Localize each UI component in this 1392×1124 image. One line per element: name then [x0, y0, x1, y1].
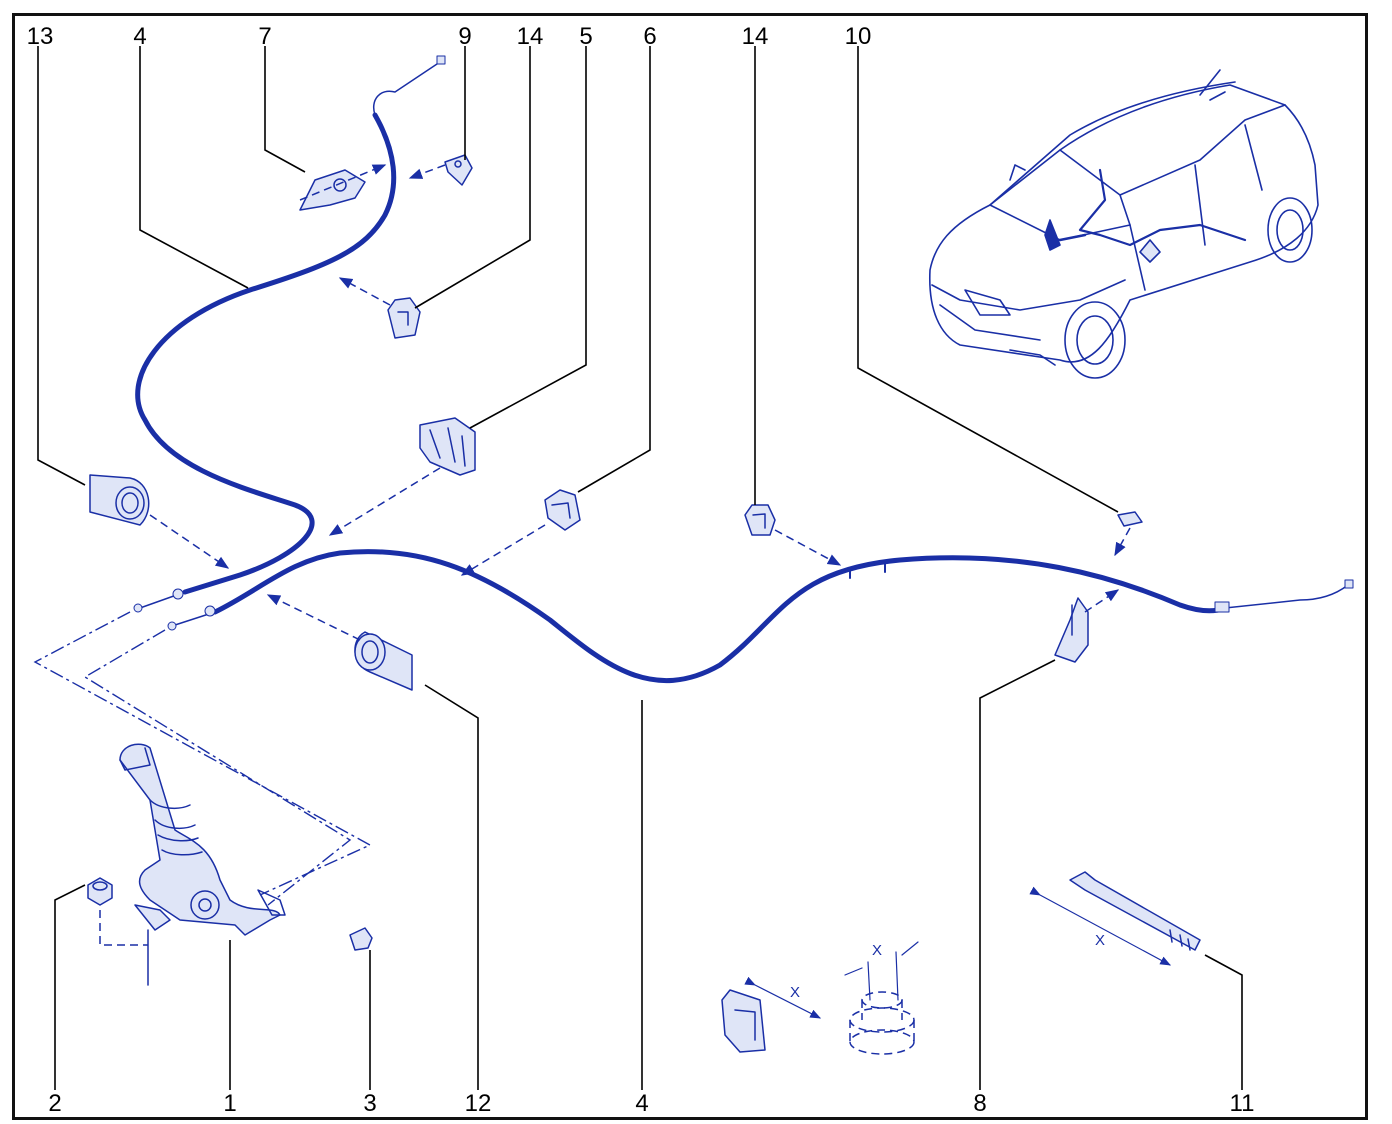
label-14-right: 14	[742, 23, 769, 50]
nut-part-2	[87, 877, 148, 946]
bracket-part-5	[419, 417, 476, 476]
assembly-arrows	[149, 164, 1131, 641]
nut-dimension-detail: X	[844, 941, 919, 1055]
dimension-x-1: X	[790, 984, 800, 1001]
label-9: 9	[458, 23, 471, 50]
label-13: 13	[27, 23, 54, 50]
label-7: 7	[258, 23, 271, 50]
parking-brake-lever	[119, 743, 286, 986]
label-6: 6	[643, 23, 656, 50]
grommet-part-12	[354, 631, 413, 691]
clip-part-6	[544, 489, 581, 531]
clip-part-9	[444, 154, 473, 186]
clip-part-10	[1117, 511, 1143, 527]
label-10: 10	[845, 23, 872, 50]
label-4-top: 4	[133, 23, 146, 50]
label-2: 2	[48, 1090, 61, 1117]
clip-part-14-lower	[744, 504, 776, 536]
clip-part-7	[299, 169, 366, 211]
label-3: 3	[363, 1090, 376, 1117]
label-12: 12	[465, 1090, 492, 1117]
rear-cable-main	[167, 549, 1354, 684]
car-illustration	[929, 69, 1319, 379]
leader-lines	[37, 46, 1243, 1090]
clip-part-3	[349, 927, 373, 951]
grommet-part-13	[89, 474, 150, 526]
bracket-part-8	[1054, 597, 1089, 663]
dimension-x-2: X	[872, 942, 882, 959]
cable-tie-part-11: X	[1029, 871, 1201, 966]
dimension-x-3: X	[1095, 932, 1105, 949]
label-14-left: 14	[517, 23, 544, 50]
label-1: 1	[223, 1090, 236, 1117]
clip-part-14-upper	[387, 297, 421, 339]
front-cable-left	[133, 55, 446, 613]
cable-routing-lines	[33, 611, 372, 906]
label-8: 8	[973, 1090, 986, 1117]
label-11: 11	[1230, 1090, 1255, 1117]
label-4-bottom: 4	[635, 1090, 648, 1117]
part-labels: 13 4 7 9 14 5 6 14 10 2 1 3 12 4 8 11	[27, 23, 1255, 1117]
label-5: 5	[579, 23, 592, 50]
clip-dimension-detail: X	[721, 976, 821, 1053]
